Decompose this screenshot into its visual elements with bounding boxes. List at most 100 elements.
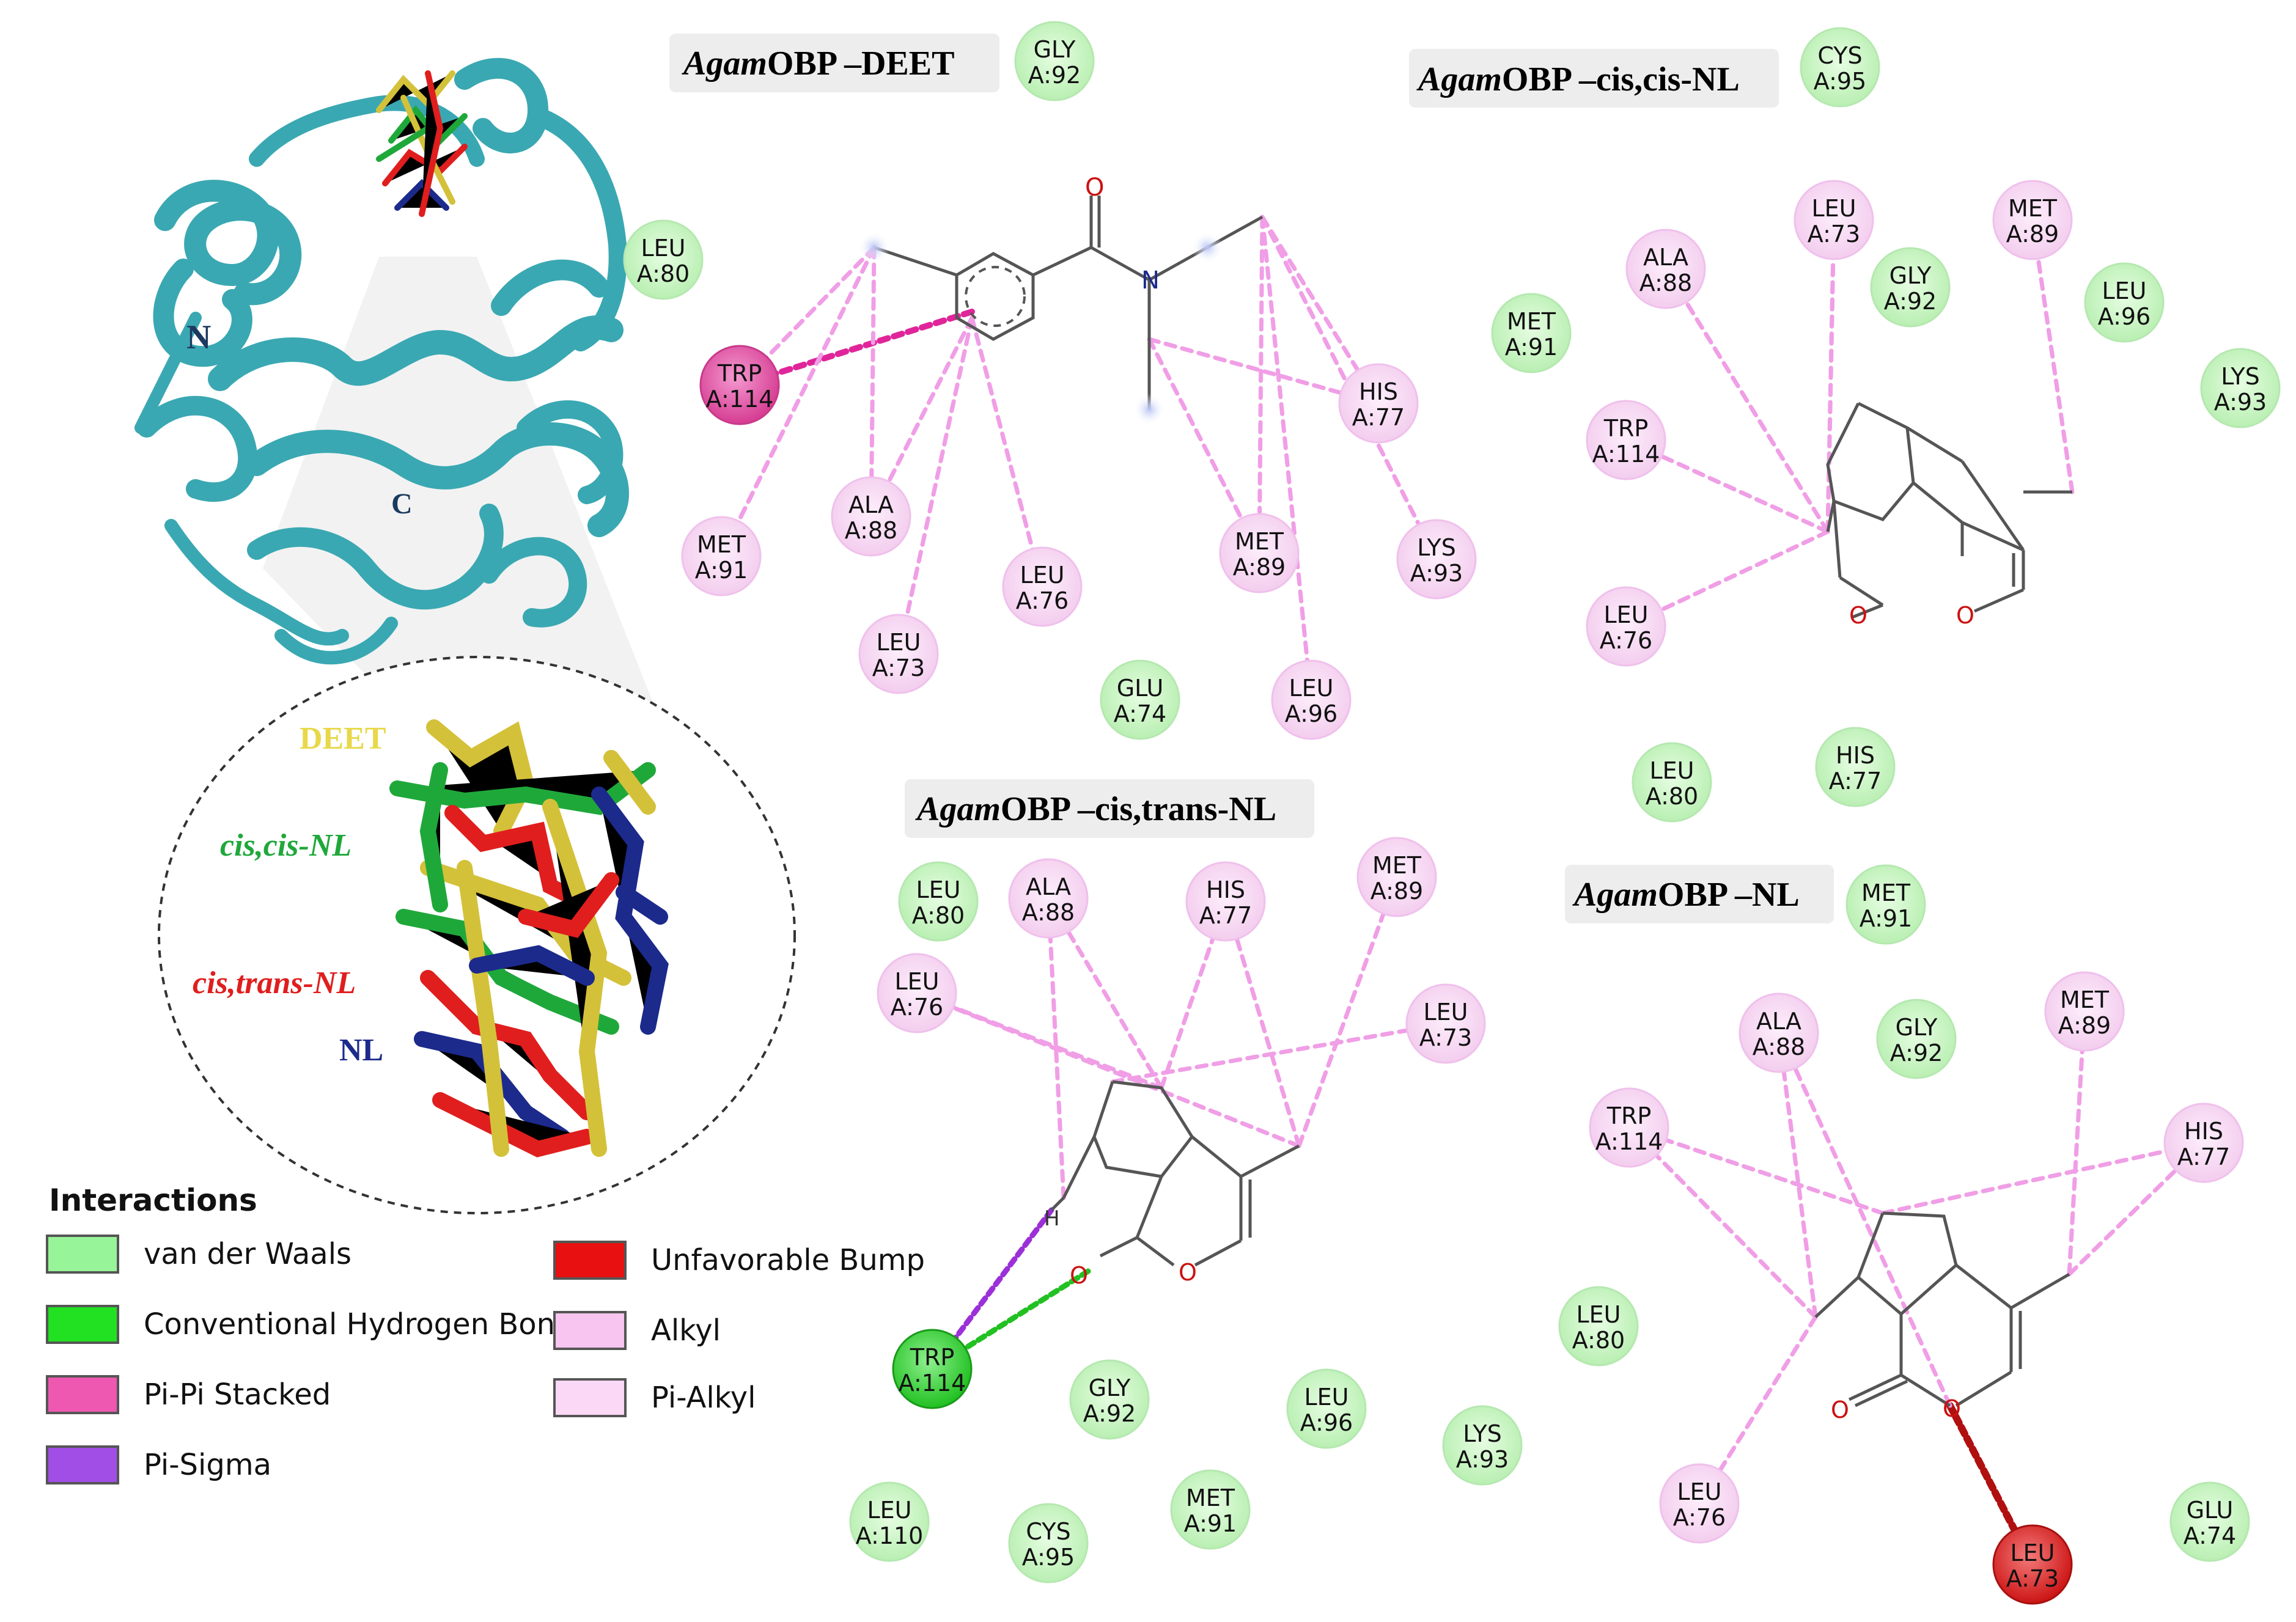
panel-title-deet: AgamOBP –DEET [669, 34, 999, 92]
residue-number: A:76 [1600, 627, 1652, 654]
residue-number: A:93 [1410, 560, 1463, 587]
residue-name: LEU [1020, 562, 1065, 589]
residue-circle [1870, 247, 1951, 328]
residue-number: A:114 [1595, 1128, 1663, 1155]
svg-text:AgamOBP –cis,trans-NL: AgamOBP –cis,trans-NL [915, 790, 1276, 828]
residue-number: A:91 [1505, 334, 1558, 361]
interaction-line-alkyl [1297, 875, 1399, 1148]
residue-circle [1185, 861, 1266, 942]
interaction-line-alkyl [970, 315, 1045, 589]
deet-oxygen-atom: O [1085, 174, 1104, 202]
residue-circle [1442, 1405, 1523, 1486]
residue-name: LEU [1424, 999, 1468, 1026]
cis-trans-carbonyl-oxygen: O [1070, 1262, 1088, 1289]
interaction-line-alkyl [1776, 1030, 1952, 1408]
legend-title: Interactions [49, 1183, 257, 1218]
residue-name: HIS [1206, 876, 1245, 903]
residue-number: A:114 [706, 386, 774, 413]
residue-name: MET [1235, 528, 1284, 555]
residue-number: A:114 [1592, 441, 1660, 468]
residue-circle [1008, 1503, 1089, 1583]
residue-name: GLU [2187, 1497, 2234, 1524]
residue-circle [1271, 659, 1352, 740]
interaction-line-pipi [737, 309, 975, 388]
legend-item-pi-alkyl: Pi-Alkyl [553, 1378, 756, 1417]
residue-number: A:74 [1114, 700, 1166, 727]
residue-circle [1558, 1286, 1639, 1367]
residue-circle [1014, 21, 1095, 101]
residue-name: GLY [1889, 262, 1932, 289]
residue-number: A:92 [1083, 1400, 1136, 1427]
interaction-line-alkyl [1627, 1125, 1818, 1319]
residue-circle [892, 1329, 973, 1409]
interaction-line-alkyl [1624, 529, 1830, 629]
residue-circle [1069, 1359, 1150, 1440]
svg-text:AgamOBP –cis,cis-NL: AgamOBP –cis,cis-NL [1416, 61, 1740, 98]
residue-name: MET [1186, 1484, 1235, 1511]
residue-circle [1586, 400, 1666, 480]
deet-nitrogen-atom: N [1141, 266, 1160, 295]
protein-n-terminus-label: N [186, 318, 211, 356]
residue-circle [1356, 837, 1437, 917]
residue-name: ALA [1643, 244, 1688, 271]
interaction-line-alkyl [1046, 896, 1066, 1200]
residue-name: LEU [895, 968, 940, 995]
overlay-label-deet: DEET [300, 721, 386, 756]
residue-circle [1100, 659, 1180, 740]
residue-circle [1396, 519, 1477, 600]
residue-number: A:77 [1352, 404, 1405, 431]
residue-circle [623, 219, 704, 300]
interaction-line-alkyl [914, 991, 1301, 1148]
interaction-line-alkyl [719, 245, 877, 559]
panel-title-cis-cis-nl: AgamOBP –cis,cis-NL [1409, 49, 1779, 108]
residue-name: TRP [910, 1344, 955, 1371]
residue-circle [1876, 999, 1957, 1079]
protein-c-terminus-label: C [391, 488, 413, 520]
molecule-cis-cis-nl [1826, 402, 2072, 619]
residue-circle [1739, 993, 1819, 1073]
residue-circle [1845, 864, 1926, 945]
residue-number: A:74 [2184, 1522, 2236, 1549]
residue-name: HIS [1359, 378, 1398, 405]
residue-number: A:77 [1829, 768, 1882, 794]
panel-title-italic: Agam [682, 45, 767, 83]
legend-swatch-unfavorable-bump [553, 1241, 627, 1280]
interaction-line-alkyl [896, 315, 974, 656]
residue-number: A:88 [1022, 899, 1075, 926]
residue-number: A:73 [872, 655, 925, 681]
legend-item-pi-pi-stacked: Pi-Pi Stacked [46, 1375, 331, 1414]
residue-circle [1800, 27, 1880, 108]
protein-structure: N C DEET cis,cis-NL cis,trans-NL NL [134, 57, 796, 1214]
residue-name: LEU [1577, 1301, 1621, 1328]
residue-circle [1992, 1524, 2073, 1605]
residue-number: A:92 [1890, 1040, 1943, 1066]
residue-circle [1338, 363, 1419, 444]
residue-number: A:93 [2214, 389, 2267, 416]
legend-item-unfavorable-bump: Unfavorable Bump [553, 1241, 925, 1280]
residue-number: A:91 [1860, 905, 1912, 932]
cis-cis-ring-oxygen: O [1956, 602, 1974, 629]
residue-name: LEU [877, 629, 921, 656]
interaction-line-alkyl [2067, 1009, 2087, 1277]
legend-swatch-pi-sigma [46, 1445, 119, 1484]
residue-circle [1589, 1087, 1669, 1168]
residue-number: A:88 [1639, 270, 1692, 296]
residue-circle [1286, 1368, 1367, 1449]
residue-number: A:76 [891, 994, 943, 1021]
